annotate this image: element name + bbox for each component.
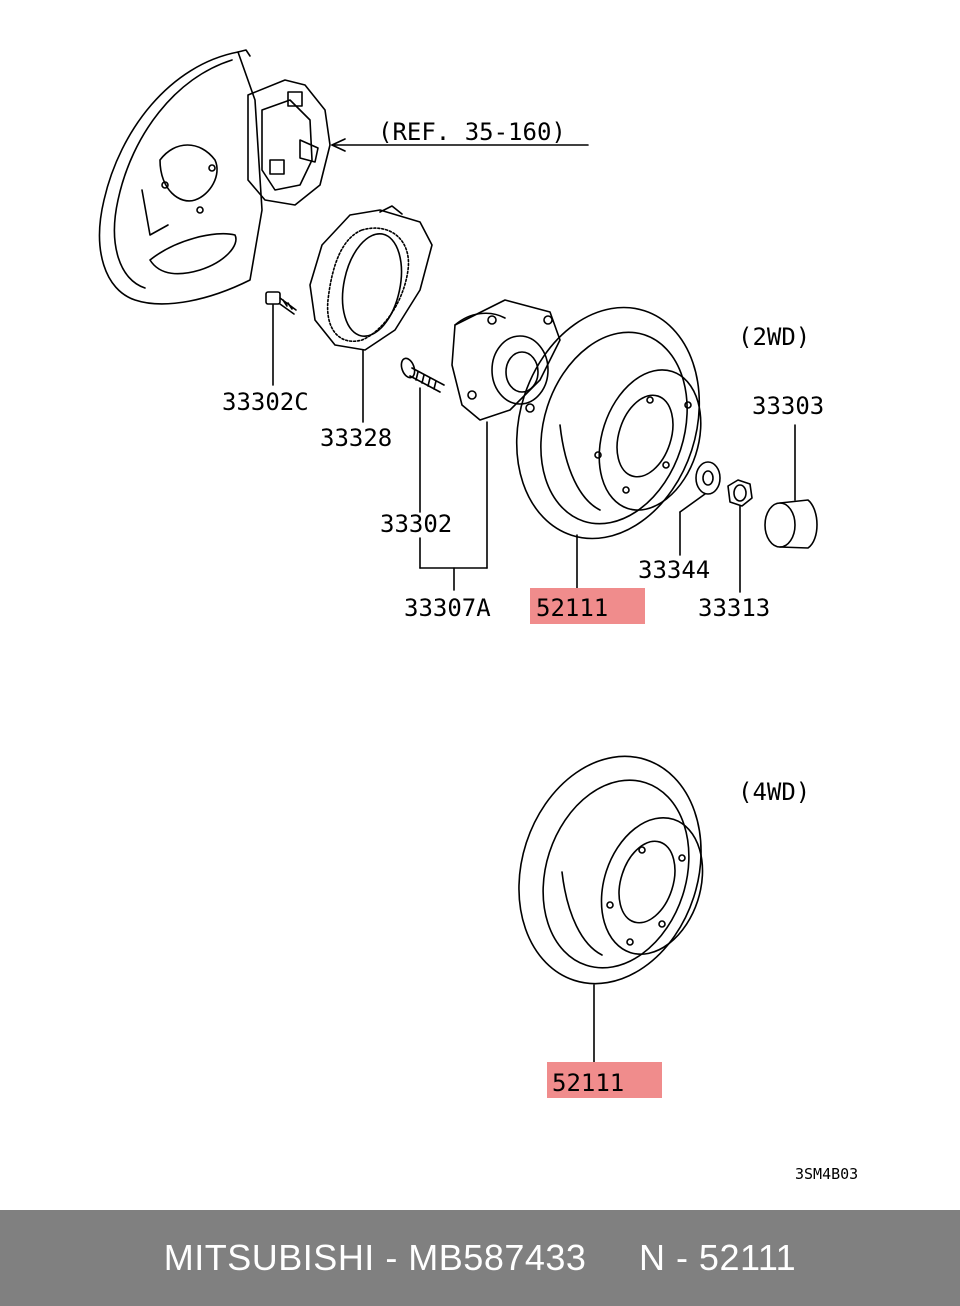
bolt-33302c [265,291,297,315]
ref-label: (REF. 35-160) [378,118,566,146]
part-label-33302c[interactable]: 33302C [222,388,309,416]
footer-bar: MITSUBISHI - MB587433 N - 52111 [0,1210,960,1306]
brake-disc-2wd [515,306,702,540]
wheel-hub [451,299,561,421]
part-label-33303[interactable]: 33303 [752,392,824,420]
backing-plate [98,49,263,305]
highlight-52111-4wd [547,1062,662,1098]
part-label-52111-4wd[interactable]: 52111 [552,1069,624,1097]
nut-33313 [727,479,753,507]
part-label-52111-2wd[interactable]: 52111 [536,594,608,622]
part-label-33313[interactable]: 33313 [698,594,770,622]
ref-arrow [331,138,589,152]
leader-lines-2wd [272,304,796,593]
brake-caliper [247,79,331,206]
variant-4wd-label: (4WD) [738,778,810,806]
footer-part-info: MITSUBISHI - MB587433 N - 52111 [163,1237,797,1278]
cap-33303 [764,499,818,549]
part-label-33328[interactable]: 33328 [320,424,392,452]
bolt-33302 [400,357,445,393]
washer-33344 [695,461,721,495]
part-label-33307a[interactable]: 33307A [404,594,491,622]
variant-2wd-label: (2WD) [738,323,810,351]
sensor-ring [309,205,433,351]
brake-disc-4wd [518,755,704,985]
drawing-code: 3SM4B03 [795,1165,858,1183]
part-label-33344[interactable]: 33344 [638,556,710,584]
highlight-52111-2wd [530,588,645,624]
parts-diagram: (REF. 35-160) (2WD) (4WD) 33302C 33328 3… [98,49,858,1183]
part-label-33302[interactable]: 33302 [380,510,452,538]
